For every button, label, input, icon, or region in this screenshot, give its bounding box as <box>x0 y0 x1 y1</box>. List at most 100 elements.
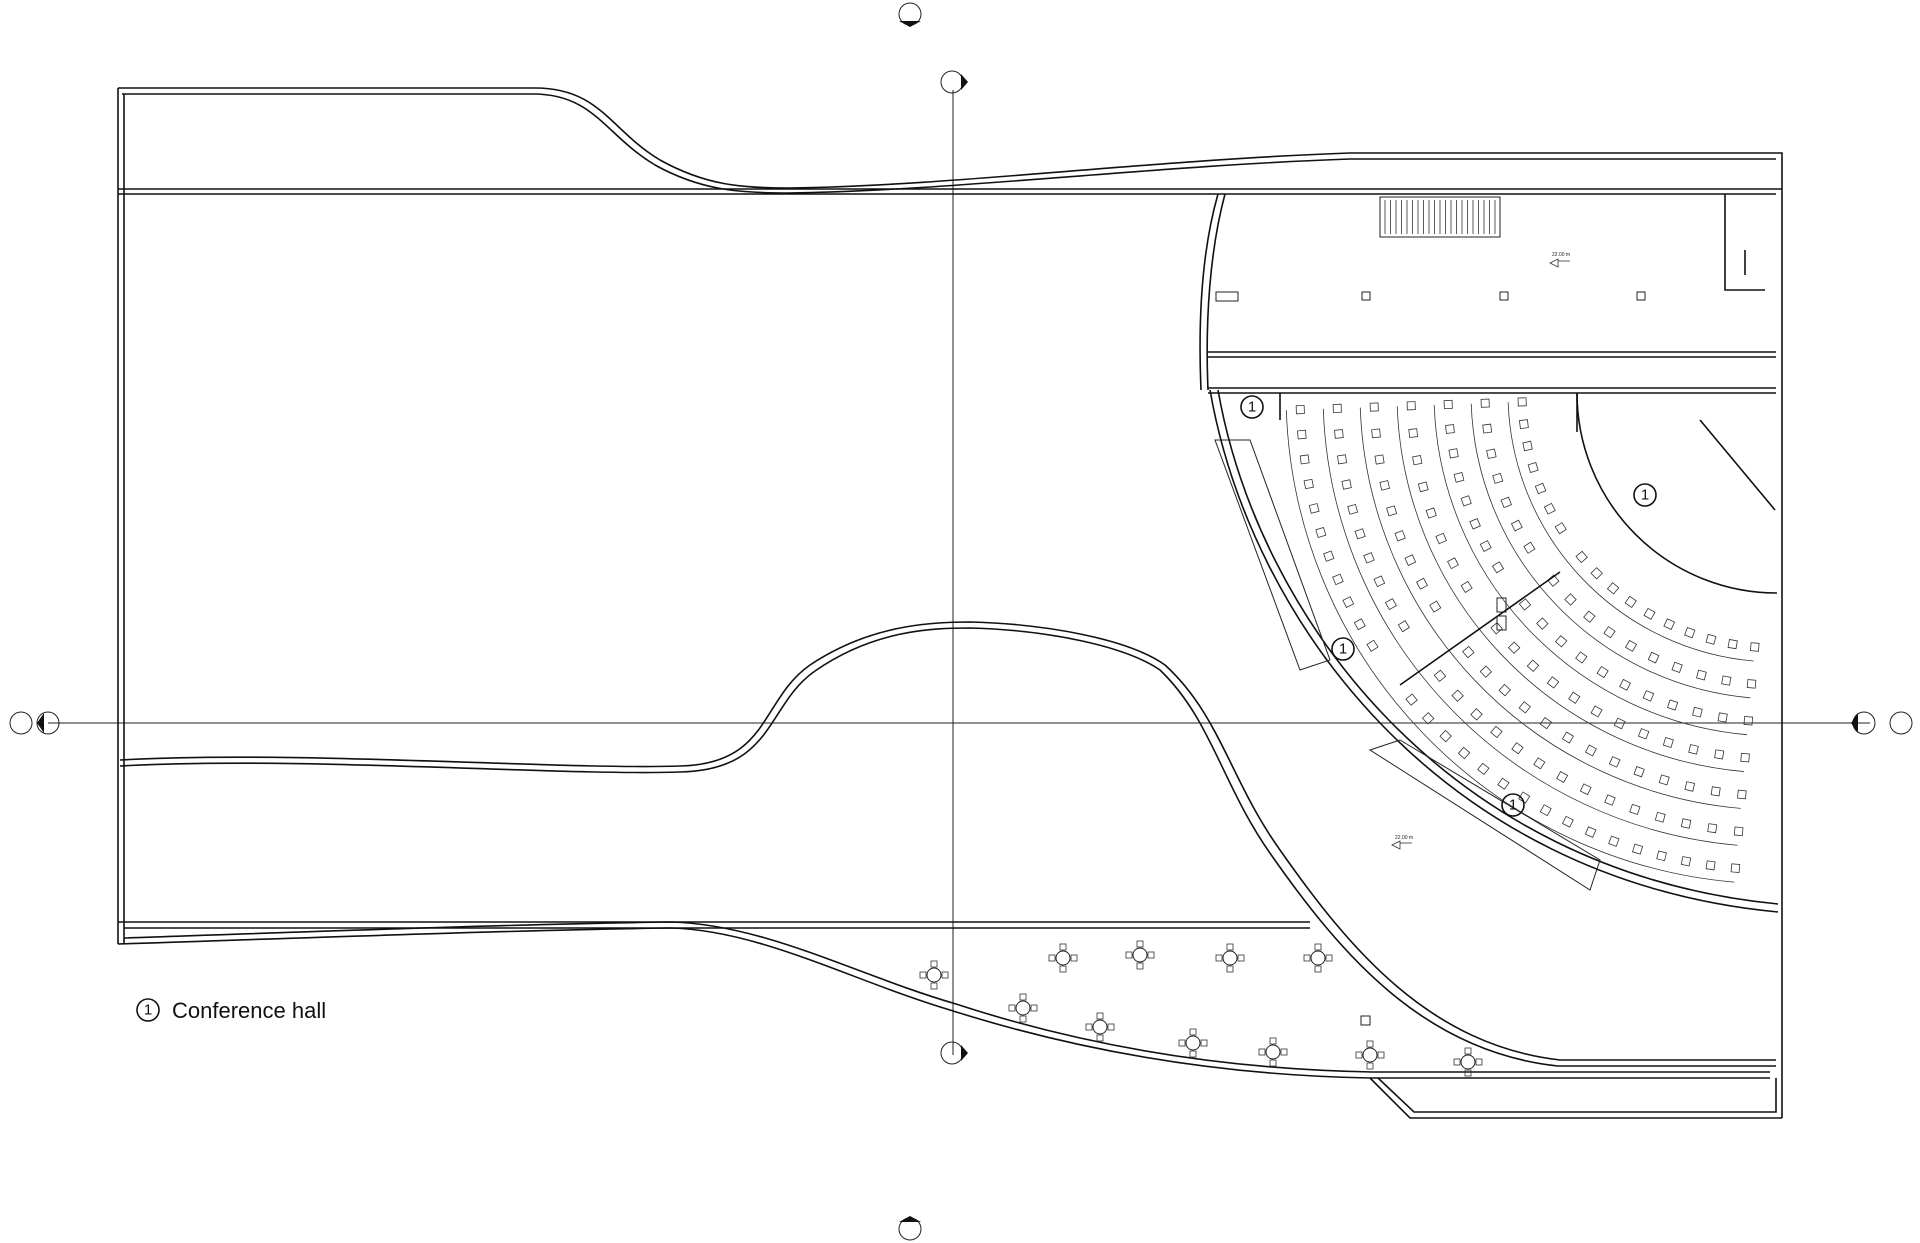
svg-text:1: 1 <box>1509 797 1517 814</box>
seat <box>1341 479 1352 490</box>
seat <box>1518 791 1531 804</box>
seat <box>1491 561 1505 574</box>
section-marker-icon <box>1889 711 1913 735</box>
seat <box>1526 659 1540 672</box>
seat <box>1647 651 1660 664</box>
seat <box>1658 774 1670 786</box>
seat <box>1315 526 1327 538</box>
seat <box>1371 428 1381 439</box>
seat <box>1629 803 1641 815</box>
room-tag-icon: 1 <box>1331 637 1355 661</box>
svg-text:1: 1 <box>1641 487 1649 504</box>
cafe-tables <box>919 940 1483 1077</box>
seat <box>1561 731 1574 744</box>
seat <box>1608 756 1621 768</box>
seat <box>1445 424 1455 434</box>
seat <box>1523 541 1536 554</box>
seat <box>1575 651 1588 664</box>
svg-text:1: 1 <box>1248 399 1256 416</box>
seat <box>1497 777 1510 790</box>
cafe-table-icon <box>1125 940 1155 970</box>
seat <box>1654 811 1666 823</box>
seat <box>1743 715 1754 726</box>
seat <box>1453 471 1465 483</box>
seat <box>1303 478 1314 490</box>
seat <box>1583 610 1596 623</box>
seat <box>1596 665 1609 679</box>
seat <box>1554 635 1568 648</box>
seat <box>1374 454 1385 465</box>
seat <box>1295 405 1305 415</box>
level-mark-icon: 22.00 m 22.00 m <box>1391 252 1570 850</box>
seat <box>1562 815 1574 828</box>
seat <box>1462 645 1475 659</box>
seat <box>1680 818 1692 829</box>
section-marker-icon <box>36 711 60 735</box>
seat <box>1518 701 1531 714</box>
seat <box>1425 507 1437 519</box>
seat <box>1451 689 1464 702</box>
seat <box>1482 423 1493 434</box>
seat <box>1554 522 1567 535</box>
seat <box>1746 679 1757 689</box>
section-marker-icon <box>1851 711 1876 735</box>
seat <box>1479 540 1492 552</box>
seat <box>1642 690 1655 702</box>
seat <box>1299 454 1310 465</box>
auditorium-seating <box>1209 389 1779 913</box>
level-tag-2: 22.00 m <box>1395 835 1413 841</box>
seat <box>1332 403 1342 413</box>
seat <box>1556 770 1569 783</box>
seat <box>1443 399 1453 410</box>
seat <box>1696 669 1707 681</box>
seat <box>1347 503 1359 515</box>
seat <box>1543 502 1556 515</box>
cafe-table-icon <box>1258 1037 1288 1067</box>
seat <box>1457 746 1471 760</box>
seat <box>1323 550 1335 562</box>
seat <box>1416 577 1428 590</box>
cafe-table-icon <box>1178 1028 1208 1058</box>
seat <box>1624 639 1638 652</box>
seat <box>1435 532 1447 545</box>
seat <box>1619 678 1632 691</box>
seat <box>1680 856 1692 867</box>
seat <box>1460 580 1473 594</box>
seat <box>1684 626 1696 639</box>
seat <box>1733 826 1744 837</box>
seat <box>1662 736 1674 749</box>
cafe-table-icon <box>1085 1012 1115 1042</box>
stair-top <box>1379 196 1501 238</box>
seat <box>1448 448 1459 459</box>
grid-lines <box>48 90 1870 1055</box>
seat <box>1510 519 1523 532</box>
room-tag-icon: 1 <box>1633 483 1657 507</box>
seat <box>1522 440 1533 452</box>
legend-number: 1 <box>144 1002 152 1019</box>
seat <box>1692 706 1703 718</box>
building-outline <box>117 87 1783 1119</box>
room-tag-icon: 1 <box>1240 395 1264 419</box>
seat <box>1624 595 1637 609</box>
seat <box>1384 598 1397 611</box>
seat <box>1369 402 1379 412</box>
seat <box>1539 804 1552 817</box>
seat <box>1480 398 1490 408</box>
section-marker-icon <box>940 1041 968 1065</box>
seat <box>1710 786 1721 797</box>
seat <box>1536 617 1549 630</box>
cafe-table-icon <box>919 960 949 990</box>
seat <box>1486 448 1497 459</box>
seat <box>1643 607 1656 620</box>
seat <box>1671 661 1683 674</box>
seat <box>1637 728 1650 740</box>
seat <box>1606 582 1620 595</box>
seat <box>1500 496 1512 509</box>
seat <box>1308 503 1320 514</box>
seat <box>1405 693 1418 706</box>
seat <box>1507 641 1521 654</box>
seat <box>1406 401 1416 411</box>
seat <box>1632 843 1644 855</box>
seat <box>1397 620 1410 633</box>
